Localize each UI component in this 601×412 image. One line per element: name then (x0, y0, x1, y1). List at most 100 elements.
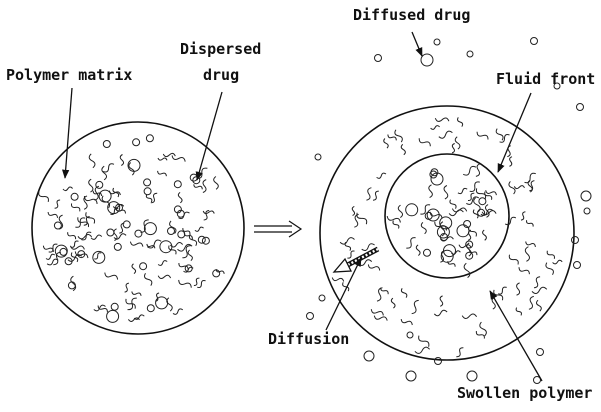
swollen-chain (476, 331, 484, 339)
swollen-chain (384, 139, 389, 149)
polymer-chain (68, 232, 76, 239)
core-chain (463, 166, 476, 175)
polymer-chain (55, 200, 61, 208)
swollen-chain (516, 308, 521, 316)
core-chain (387, 216, 400, 222)
released-drug-particle (572, 237, 579, 244)
polymer-chain (102, 166, 107, 180)
polymer-chain (163, 153, 175, 156)
swollen-chain (534, 277, 540, 288)
drug-particle (144, 223, 156, 235)
core-drug-particle (424, 249, 431, 256)
polymer-chain (178, 192, 182, 202)
polymer-chain (94, 305, 106, 311)
swollen-chain (496, 129, 503, 141)
polymer-chain (94, 253, 101, 259)
drug-particle (144, 188, 151, 195)
swollen-chain (366, 188, 371, 201)
released-drug-particle (421, 54, 433, 66)
label-diffusion: Diffusion (268, 330, 349, 348)
drug-particle (123, 221, 130, 228)
drug-particle (54, 222, 61, 229)
core-drug-particles (406, 169, 486, 263)
released-drug-particle (531, 38, 538, 45)
swollen-chain (381, 288, 388, 295)
polymer-chain (158, 171, 167, 176)
released-drug-particle (584, 208, 590, 214)
core-chain (458, 188, 467, 193)
core-chain (393, 221, 399, 229)
polymer-chain (203, 211, 214, 214)
pointer-swollen-polymer (490, 291, 542, 381)
swollen-chain (455, 137, 460, 149)
polymer-chain (184, 232, 192, 240)
swollen-chain (536, 300, 541, 311)
swollen-chain (526, 242, 536, 247)
released-drug-particle (467, 51, 473, 57)
released-drug-particle (406, 371, 416, 381)
polymer-chain (48, 212, 57, 218)
drug-particle (160, 241, 172, 253)
drug-particle (168, 228, 175, 235)
released-drug-particle (577, 104, 584, 111)
released-drug-particle (434, 39, 440, 45)
core-chain (470, 182, 480, 192)
polymer-chain (120, 155, 123, 166)
swollen-chain (527, 220, 534, 226)
swollen-chain (477, 132, 488, 140)
swollen-chain (377, 288, 383, 301)
core-drug-particle (437, 226, 449, 238)
polymer-chain (126, 299, 135, 309)
core-chain (429, 185, 433, 198)
swollen-chain (373, 191, 379, 200)
released-drug-particle (375, 55, 382, 62)
swollen-chain (509, 157, 512, 167)
transition-arrow (254, 221, 301, 237)
swollen-chain (517, 283, 520, 295)
swollen-chain (371, 309, 383, 315)
core-chain (416, 245, 420, 256)
drug-particle (103, 141, 110, 148)
core-chain (459, 245, 471, 248)
core-chain (468, 193, 474, 200)
polymer-chain (103, 164, 114, 172)
core-drug-particle (478, 209, 485, 216)
polymer-chain (204, 211, 210, 221)
swollen-chain (529, 296, 534, 309)
drug-particle (96, 181, 103, 188)
polymer-chain (158, 158, 167, 160)
polymer-chain (179, 263, 188, 270)
core-chain (486, 190, 497, 195)
pointer-dispersed-drug (197, 92, 222, 180)
swollen-chain (401, 144, 405, 154)
swollen-chain (525, 247, 529, 262)
swollen-chain (377, 173, 386, 178)
polymer-chain (188, 250, 192, 261)
swollen-chain (458, 117, 463, 126)
released-drug-particle (407, 332, 413, 338)
pointer-fluid-front (498, 93, 531, 172)
polymer-chain (173, 309, 183, 314)
swollen-chain (452, 144, 455, 153)
core-chain (421, 222, 426, 233)
label-fluid-front: Fluid front (496, 70, 595, 88)
released-drug-particle (574, 262, 581, 269)
core-drug-particle (479, 198, 486, 205)
polymer-chain (89, 179, 93, 192)
swollen-chain (415, 347, 430, 353)
polymer-chain (105, 273, 118, 280)
swollen-chain (352, 206, 354, 215)
polymer-chain (89, 154, 95, 168)
polymer-chain (130, 242, 143, 247)
released-drug-particle (537, 349, 544, 356)
polymer-chain (203, 180, 206, 193)
swollen-chain (440, 296, 443, 306)
swollen-chain (391, 298, 395, 308)
polymer-chain (146, 194, 152, 202)
drug-particle (60, 248, 67, 255)
drug-particle (107, 229, 114, 236)
core-drug-particle (406, 204, 418, 216)
swollen-outline (320, 106, 574, 360)
drug-particle (128, 159, 140, 171)
